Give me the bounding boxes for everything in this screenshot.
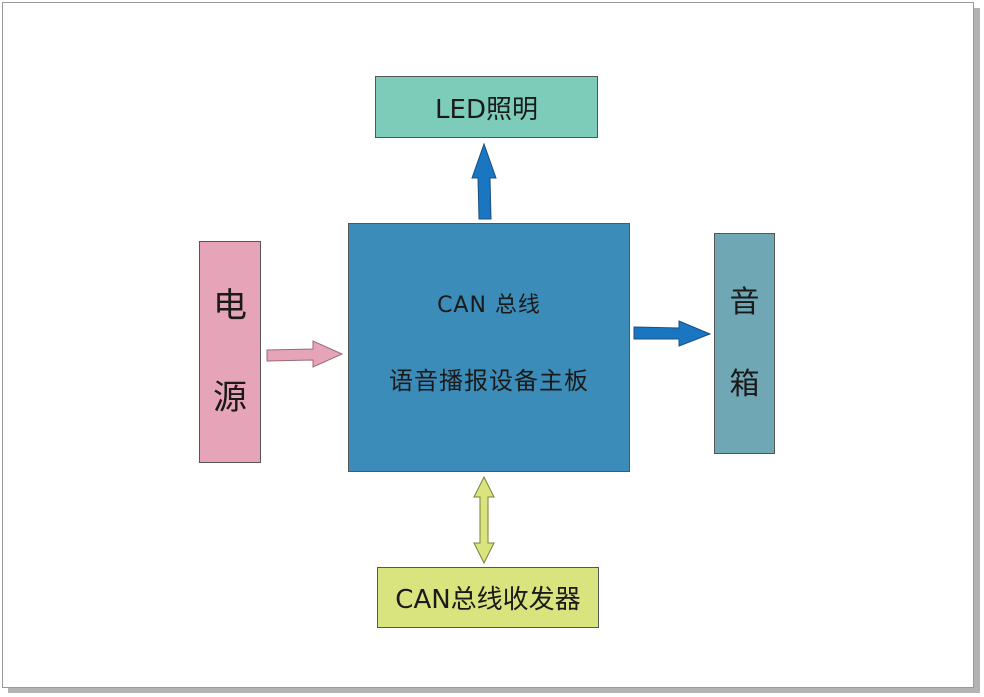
main-board-label-line2: 语音播报设备主板 xyxy=(389,367,589,395)
can-transceiver-box: CAN总线收发器 xyxy=(377,567,599,628)
power-supply-box: 电 源 xyxy=(199,241,261,463)
main-board-label-line1: CAN 总线 xyxy=(437,293,541,318)
arrow-board-to-speaker xyxy=(633,320,712,347)
led-lighting-box: LED照明 xyxy=(375,76,598,138)
page-shadow-right xyxy=(974,8,980,693)
speaker-box: 音 箱 xyxy=(714,233,775,454)
power-label-char1: 电 xyxy=(213,286,247,326)
speaker-label-char1: 音 xyxy=(729,284,760,320)
speaker-label-char2: 箱 xyxy=(729,366,760,402)
arrow-board-transceiver-bidirectional xyxy=(473,475,495,565)
power-label-char2: 源 xyxy=(213,378,247,418)
page-shadow-bottom xyxy=(8,688,980,693)
led-lighting-label: LED照明 xyxy=(435,94,538,125)
arrow-power-to-board xyxy=(266,340,344,368)
main-board-box: CAN 总线 语音播报设备主板 xyxy=(348,223,630,472)
arrow-board-to-led xyxy=(471,142,497,220)
can-transceiver-label: CAN总线收发器 xyxy=(395,585,581,615)
